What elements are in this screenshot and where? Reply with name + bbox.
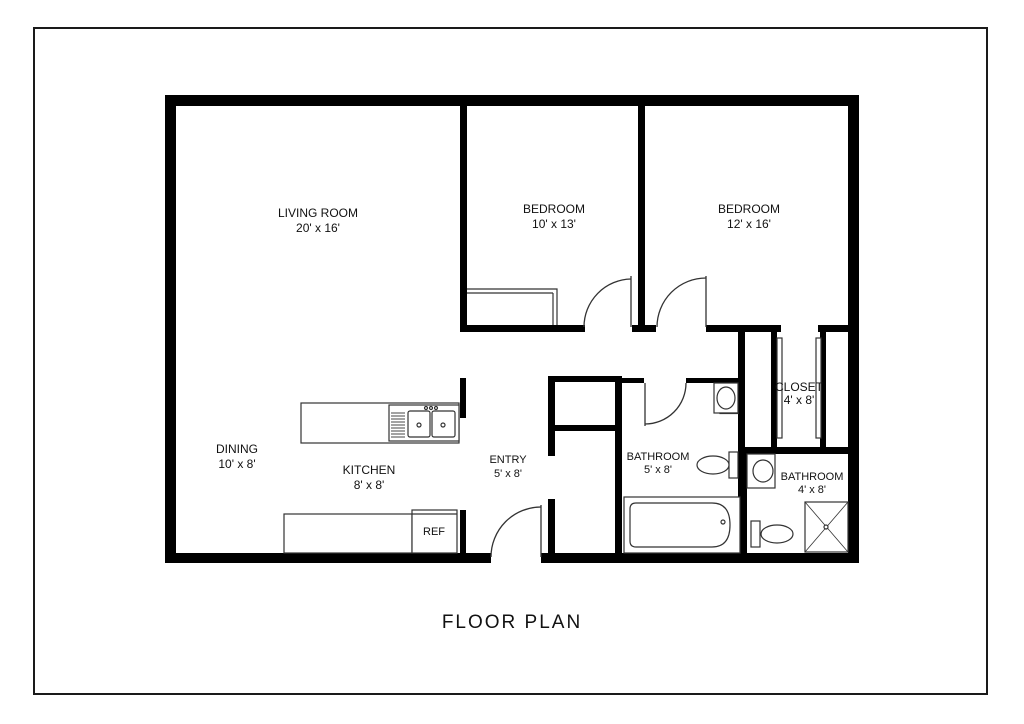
tub-basin xyxy=(629,502,731,548)
lower-counter xyxy=(283,513,413,554)
plan-title: FLOOR PLAN xyxy=(441,612,583,633)
bedroom-1-size: 10' x 13' xyxy=(532,217,576,231)
bathroom-1-name: BATHROOM xyxy=(627,451,690,463)
kitchen-name: KITCHEN xyxy=(343,463,396,477)
dining-name: DINING xyxy=(216,442,258,456)
wall-bath1-left xyxy=(615,376,622,559)
wall-storage-top xyxy=(555,376,619,382)
wall-bedroom-bedroom xyxy=(638,104,645,332)
wall-bath1-top-b xyxy=(686,378,742,383)
page-border xyxy=(33,27,988,695)
interior-walls xyxy=(460,104,854,562)
wall-bath-closet xyxy=(738,325,745,562)
kitchen-size: 8' x 8' xyxy=(354,478,385,492)
kitchen-counter xyxy=(300,402,460,444)
entry-name: ENTRY xyxy=(489,454,527,466)
door-entry xyxy=(490,505,542,558)
doors xyxy=(490,276,707,558)
bathroom-2-name: BATHROOM xyxy=(781,471,844,483)
closet-name: CLOSET xyxy=(775,380,824,394)
wall-closet-right xyxy=(820,325,826,447)
wall-top xyxy=(165,95,859,106)
dish-rack-lines xyxy=(391,412,405,438)
bathroom-1-size: 5' x 8' xyxy=(644,464,672,476)
wall-closet-bottom xyxy=(742,447,854,454)
closet-doors xyxy=(776,337,822,439)
toilet-bowl-2 xyxy=(760,524,794,544)
wall-left xyxy=(165,95,176,563)
wall-bath1-top-a xyxy=(620,378,644,383)
bathroom-1-fixtures xyxy=(623,382,741,554)
wall-closet-left xyxy=(771,325,777,447)
bedroom-2-name: BEDROOM xyxy=(718,202,780,216)
toilet-bowl xyxy=(696,455,730,475)
door-bedroom-1 xyxy=(583,276,632,328)
room-labels: LIVING ROOM 20' x 16' BEDROOM 10' x 13' … xyxy=(216,202,843,538)
living-room-size: 20' x 16' xyxy=(296,221,340,235)
wall-bottom-left xyxy=(165,553,491,563)
toilet-tank xyxy=(728,451,739,479)
bedroom-2-size: 12' x 16' xyxy=(727,217,771,231)
wall-bedroom2-bottom-b xyxy=(818,325,853,332)
wall-entry-upper xyxy=(548,376,555,456)
wall-bedroom1-bottom-b xyxy=(632,325,656,332)
wall-living-bedroom xyxy=(460,104,467,332)
refrigerator-label: REF xyxy=(423,526,445,538)
wall-bedroom1-bottom-a xyxy=(460,325,585,332)
sink-basin xyxy=(716,386,736,410)
wall-kitchen-lower xyxy=(460,510,466,558)
wall-kitchen-stub xyxy=(460,378,466,418)
wall-bath2-left xyxy=(742,450,747,562)
bedroom-1-name: BEDROOM xyxy=(523,202,585,216)
wall-right xyxy=(848,95,859,563)
closet-size: 4' x 8' xyxy=(784,393,815,407)
toilet-tank-2 xyxy=(750,520,761,548)
wall-bottom-right xyxy=(541,553,859,563)
sink-basin-2 xyxy=(752,459,774,483)
wall-entry-lower xyxy=(548,499,555,559)
door-bathroom-1 xyxy=(644,382,687,426)
bedroom-closet xyxy=(467,288,558,325)
wall-storage-bottom xyxy=(555,425,619,431)
bathroom-2-size: 4' x 8' xyxy=(798,484,826,496)
entry-size: 5' x 8' xyxy=(494,468,522,480)
refrigerator xyxy=(411,509,458,554)
dining-size: 10' x 8' xyxy=(218,457,255,471)
living-room-name: LIVING ROOM xyxy=(278,206,358,220)
bathroom-2-fixtures xyxy=(746,453,849,553)
door-bedroom-2 xyxy=(656,276,707,328)
outer-walls xyxy=(165,95,859,563)
